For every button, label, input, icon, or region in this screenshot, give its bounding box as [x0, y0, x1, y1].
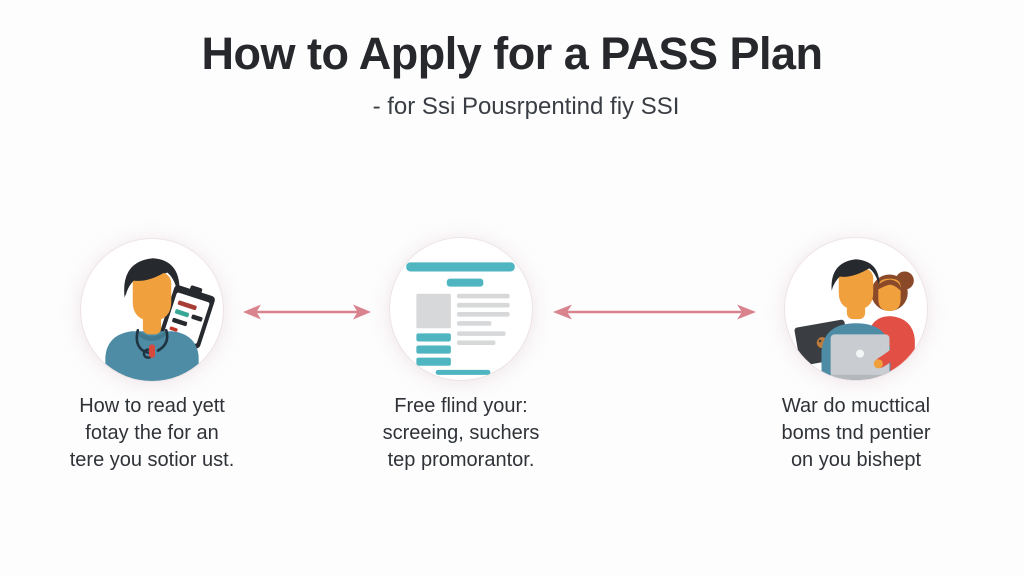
step-3-circle — [785, 238, 927, 380]
step-3-caption: War do mucttical boms tnd pentier on you… — [716, 393, 996, 474]
page-subtitle: - for Ssi Pousrpentind fiy SSI — [372, 93, 680, 120]
doctor-clipboard-icon — [105, 258, 215, 381]
couple-laptop-icon — [794, 259, 915, 380]
page-title: How to Apply for a PASS Plan — [201, 28, 823, 79]
caption-line: War do mucttical — [781, 395, 931, 417]
double-arrow-icon — [552, 300, 757, 324]
caption-line: How to read yett — [79, 395, 225, 417]
caption-line: fotay the for an — [85, 422, 219, 444]
caption-line: boms tnd pentier — [781, 422, 931, 444]
step-1-circle — [81, 239, 223, 381]
caption-line: Free flind your: — [394, 395, 528, 417]
document-screening-icon — [406, 262, 515, 375]
caption-line: screeing, suchers — [382, 422, 540, 444]
caption-line: tere you sotior ust. — [69, 449, 235, 471]
step-2-caption: Free flind your: screeing, suchers tep p… — [321, 393, 601, 474]
caption-line: on you bishept — [790, 449, 922, 471]
caption-line: tep promorantor. — [387, 449, 535, 471]
step-1-caption: How to read yett fotay the for an tere y… — [12, 393, 292, 474]
double-arrow-icon — [242, 300, 372, 324]
step-2-circle — [390, 238, 532, 380]
